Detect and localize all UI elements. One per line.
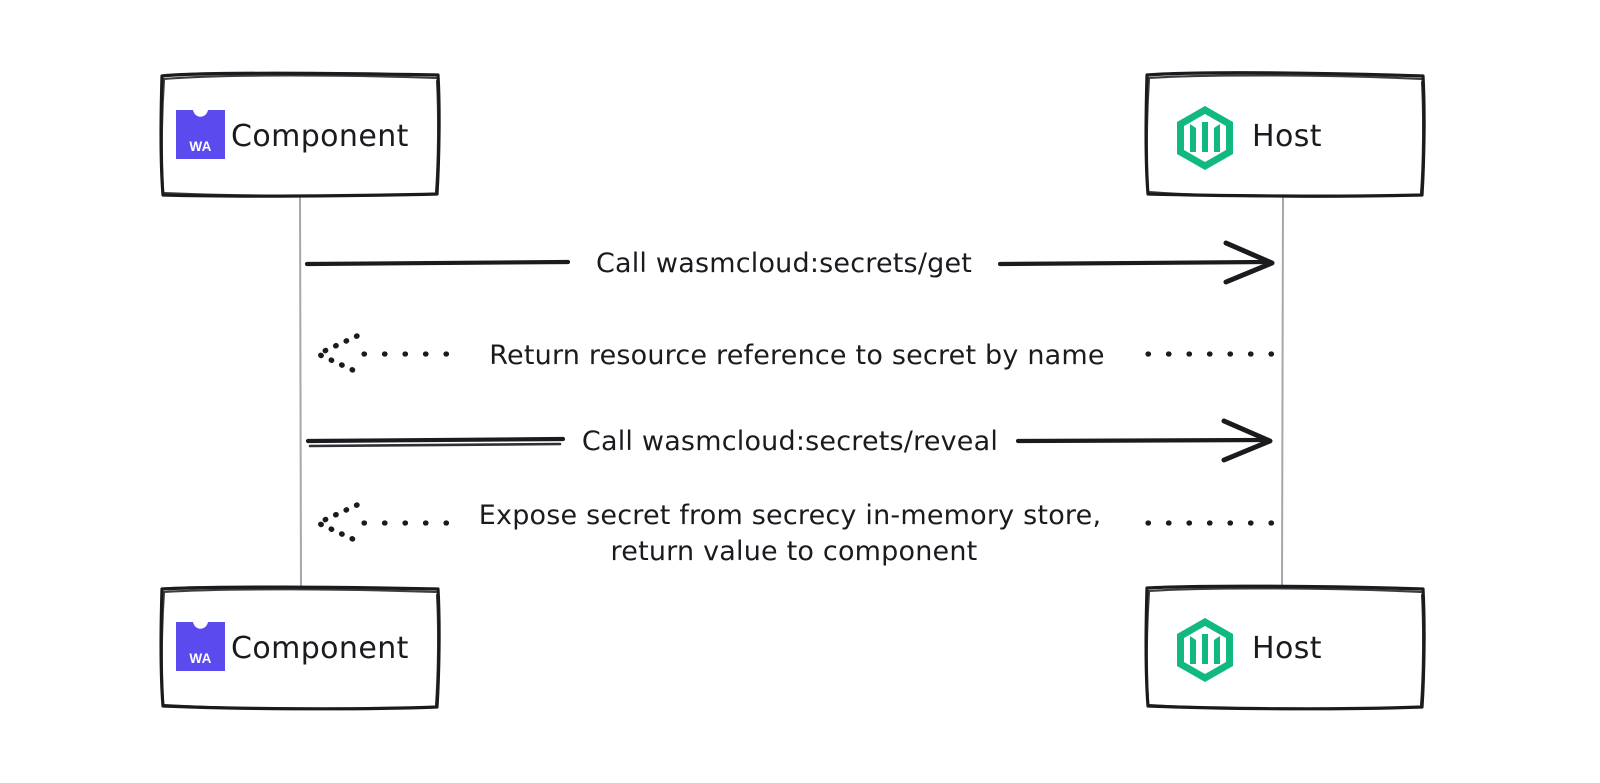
participant-box-outline-sketch	[160, 588, 440, 710]
message-4[interactable]: Expose secret from secrecy in-memory sto…	[315, 500, 1281, 567]
wa-logo-shape	[176, 622, 225, 671]
message-1-line-left	[304, 259, 571, 267]
participant-host-top[interactable]: Host	[1144, 71, 1426, 198]
message-3-line-right	[1015, 437, 1268, 444]
message-3[interactable]: Call wasmcloud:secrets/reveal	[305, 418, 1273, 463]
wasmcloud-hexagon-icon	[1177, 618, 1233, 682]
message-2[interactable]: Return resource reference to secret by n…	[315, 333, 1281, 375]
participant-label-component-top: Component	[231, 119, 409, 154]
participant-component-bottom[interactable]: WA Component	[159, 585, 441, 711]
wasm-wa-logo-icon: WA	[176, 110, 225, 159]
participant-label-component-bottom: Component	[231, 631, 409, 666]
participant-host-bottom[interactable]: Host	[1144, 584, 1426, 711]
message-1-line-right	[997, 259, 1269, 267]
message-3-arrowhead-icon	[1221, 418, 1273, 463]
wa-logo-shape	[176, 110, 225, 159]
lifeline-component	[299, 195, 302, 589]
message-3-line-left	[305, 436, 566, 444]
participant-box-outline-sketch	[160, 74, 440, 197]
message-2-arrowhead-icon	[315, 333, 360, 375]
wa-logo-text: WA	[189, 139, 211, 154]
participant-component-top[interactable]: WA Component	[159, 71, 441, 198]
participant-label-host-top: Host	[1252, 119, 1322, 154]
message-1[interactable]: Call wasmcloud:secrets/get	[304, 240, 1275, 285]
hexagon-w-mark	[1190, 634, 1220, 664]
wasm-wa-logo-icon: WA	[176, 622, 225, 671]
wasmcloud-hexagon-icon	[1177, 106, 1233, 170]
wa-logo-text: WA	[189, 651, 211, 666]
message-4-label-line-1: Expose secret from secrecy in-memory sto…	[479, 500, 1101, 531]
participant-box-outline-sketch	[1145, 74, 1425, 198]
hexagon-w-mark	[1190, 122, 1220, 152]
message-3-line-left-sketch	[308, 442, 562, 448]
lifeline-host	[1281, 195, 1284, 589]
message-4-arrowhead-icon	[315, 502, 360, 544]
participant-box-outline-sketch	[1145, 587, 1425, 710]
message-1-label: Call wasmcloud:secrets/get	[596, 248, 972, 279]
message-1-arrowhead-icon	[1223, 240, 1275, 285]
message-4-label-line-2: return value to component	[611, 536, 978, 567]
lifelines	[299, 195, 1284, 589]
message-2-label: Return resource reference to secret by n…	[489, 340, 1104, 371]
participant-label-host-bottom: Host	[1252, 631, 1322, 666]
message-3-label: Call wasmcloud:secrets/reveal	[582, 426, 998, 457]
